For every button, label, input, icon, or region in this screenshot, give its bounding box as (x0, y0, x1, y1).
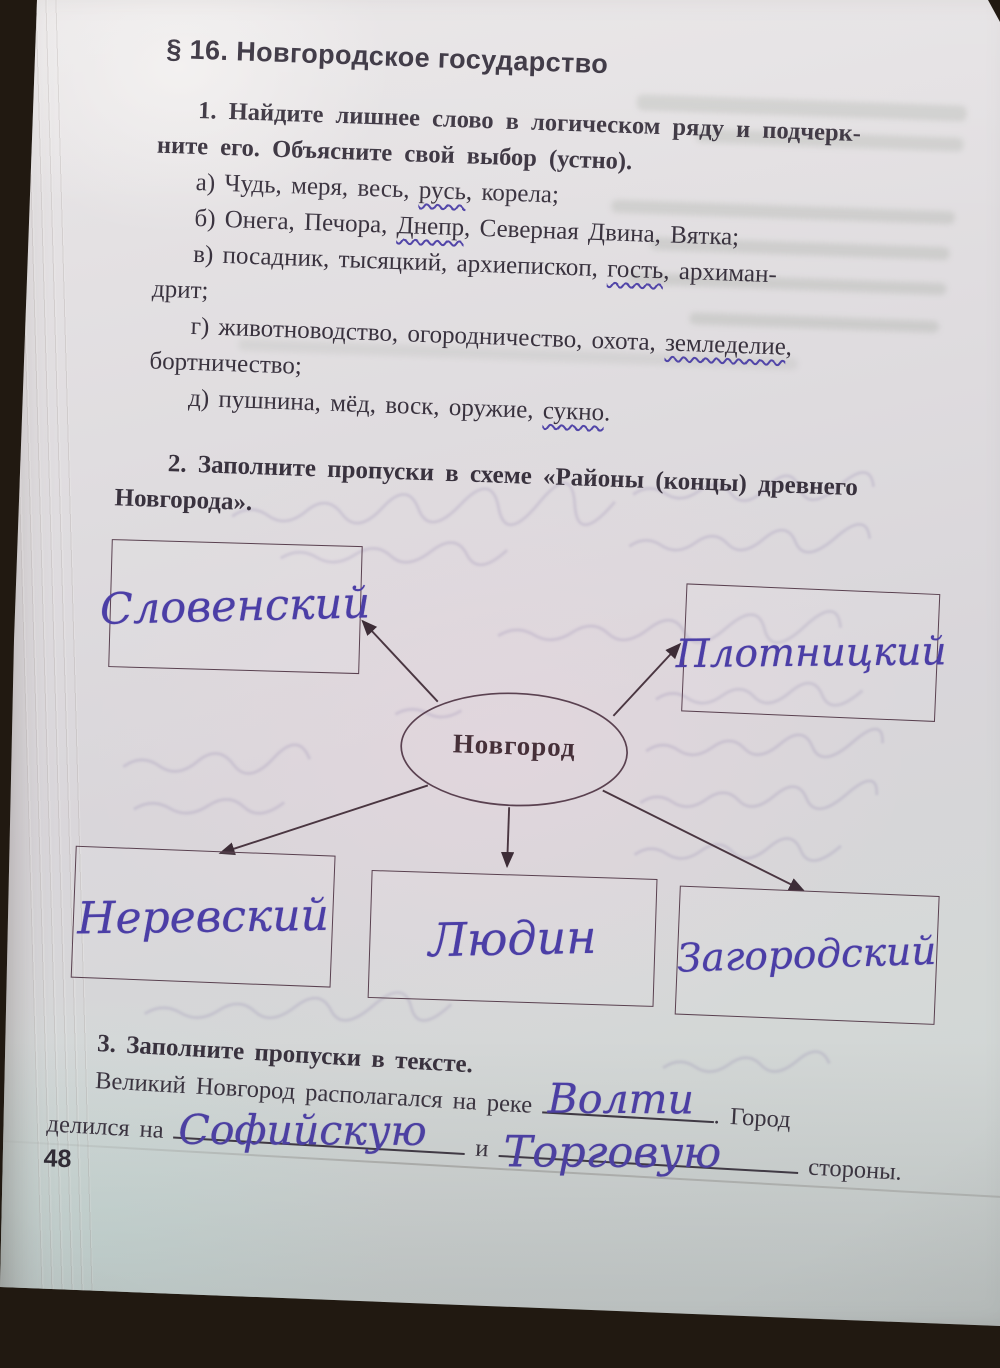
task3-line2-p1: делился на (45, 1110, 165, 1144)
diagram-box-bottom-middle: Людин (367, 869, 658, 1007)
handwritten-answer: Волти (547, 1074, 694, 1124)
handwritten-answer: Словенский (99, 578, 372, 635)
handwritten-answer: Неревский (76, 889, 330, 944)
answer-blank-river: Волти (541, 1075, 715, 1123)
task3-line2-p2: и (474, 1134, 490, 1163)
diagram-box-bottom-right: Загородский (674, 885, 940, 1025)
diagram-box-top-right: Плотницкий (675, 583, 946, 722)
workbook-page: § 16. Новгородское государство 1. Найдит… (0, 0, 1000, 1326)
handwritten-answer: Людин (428, 909, 598, 968)
page-number: 48 (43, 1144, 72, 1174)
diagram-box-bottom-left: Неревский (70, 845, 336, 988)
diagram-center-ellipse (400, 692, 628, 807)
task3-line2-p3: стороны. (807, 1153, 903, 1186)
handwritten-answer: Софийскую (178, 1105, 428, 1155)
task3-line1-after: . Город (713, 1102, 792, 1134)
handwritten-answer: Плотницкий (675, 628, 947, 677)
handwritten-answer: Торговую (503, 1127, 721, 1179)
handwritten-answer: Загородский (676, 928, 938, 982)
diagram-box-top-left: Словенский (100, 539, 371, 675)
answer-blank-side2: Торговую (498, 1127, 799, 1178)
answer-blank-side1: Софийскую (173, 1106, 467, 1156)
